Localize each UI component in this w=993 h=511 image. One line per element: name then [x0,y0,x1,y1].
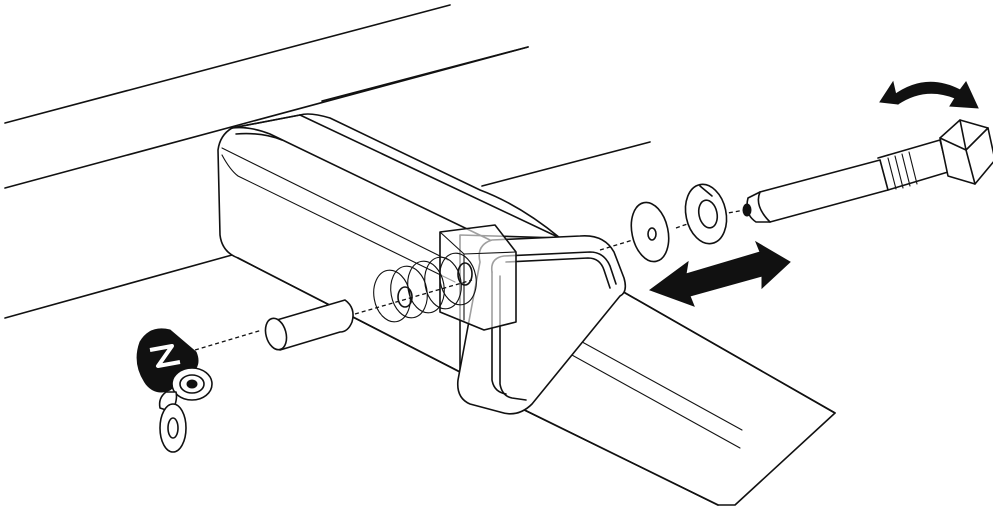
flat-washer [630,201,670,263]
lock-washer [684,183,728,245]
trailer-frame-rails [4,4,651,319]
key [159,403,187,453]
rotate-arrow [879,80,979,109]
coil-spring [373,252,477,323]
pin-boss-block [439,224,517,331]
anti-rattle-bolt [742,119,993,223]
pin [264,299,354,351]
lock-with-key [136,328,213,453]
slide-arrow [648,240,791,307]
